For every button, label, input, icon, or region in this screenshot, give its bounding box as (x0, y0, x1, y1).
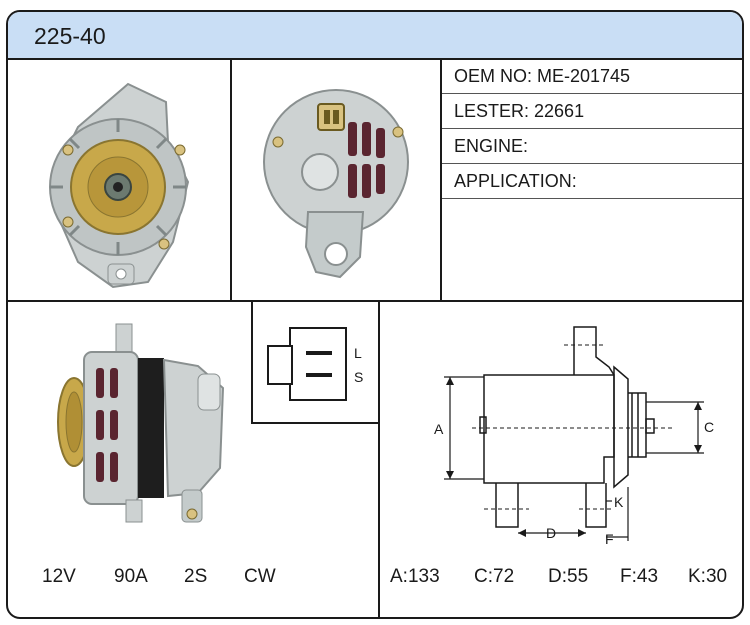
connector-box-bottom (251, 422, 380, 424)
divider-middle (8, 300, 742, 302)
info-divider-2 (442, 128, 742, 129)
oem-number: OEM NO: ME-201745 (454, 66, 631, 86)
application-label: APPLICATION: (454, 171, 577, 191)
divider-photo-2 (440, 58, 442, 300)
alternator-front-photo (49, 82, 190, 289)
spec-rotation: CW (244, 566, 276, 587)
alternator-side-photo (57, 323, 225, 523)
connector-pin-l: L (354, 345, 362, 361)
dimension-drawing: A C D F K (434, 326, 714, 547)
dim-label-f: F (605, 531, 614, 547)
spec-amperage: 90A (114, 566, 148, 587)
dimension-d: D:55 (548, 566, 589, 587)
alternator-rear-photo (263, 89, 409, 279)
dimension-c: C:72 (474, 566, 515, 587)
dim-label-c: C (704, 419, 714, 435)
info-divider-1 (442, 93, 742, 94)
spec-sheet: 225-40 OEM NO: ME-201745 LESTER: 22661 E… (6, 10, 744, 619)
spec-connector: 2S (184, 566, 208, 587)
connector-pin-s: S (354, 369, 363, 385)
lester-number: LESTER: 22661 (454, 101, 585, 121)
part-number: 225-40 (34, 23, 106, 49)
info-divider-4 (442, 198, 742, 199)
engine-label: ENGINE: (454, 136, 529, 156)
connector-box-left (251, 300, 253, 424)
dim-label-d: D (546, 525, 556, 541)
dimension-a: A:133 (390, 566, 440, 587)
dim-label-a: A (434, 421, 444, 437)
dim-label-k: K (614, 494, 624, 510)
divider-photo-1 (230, 58, 232, 300)
header-bar: 225-40 (8, 12, 742, 60)
dimension-k: K:30 (688, 566, 728, 587)
spec-voltage: 12V (42, 566, 76, 587)
dimension-f: F:43 (620, 566, 659, 587)
divider-bottom (378, 300, 380, 617)
info-divider-3 (442, 163, 742, 164)
connector-diagram: L S (267, 327, 363, 401)
